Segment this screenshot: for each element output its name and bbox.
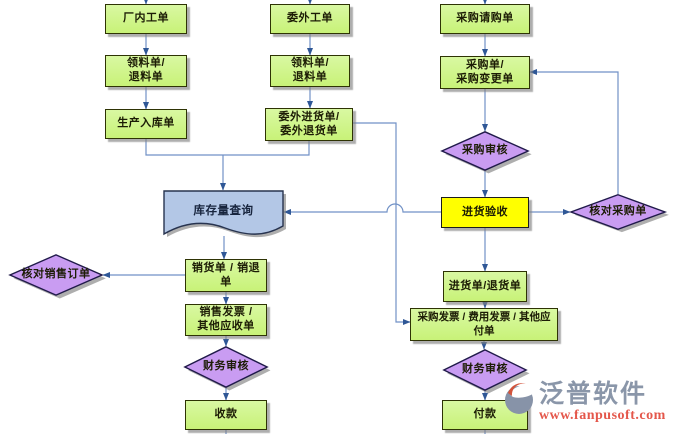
diamond-shape xyxy=(443,349,530,394)
node-factory-work-order: 厂内工单 xyxy=(105,4,187,34)
node-label: 采购审核 xyxy=(462,144,508,157)
node-sales-invoice-receivable: 销售发票 / 其他应收单 xyxy=(185,304,267,336)
diamond-shape xyxy=(570,194,669,233)
node-label: 进货单/退货单 xyxy=(448,279,522,292)
node-label: 厂内工单 xyxy=(123,12,169,25)
node-receive-payment: 收款 xyxy=(185,400,267,430)
node-label: 销货单 / 销退 单 xyxy=(191,261,261,288)
node-goods-receipt-inspection: 进货验收 xyxy=(441,197,529,228)
node-label: 领料单/ 退料单 xyxy=(126,57,166,83)
node-label: 委外进货单/ 委外退货单 xyxy=(278,110,340,137)
node-label: 销售发票 / 其他应收单 xyxy=(197,306,255,332)
node-outsource-work-order: 委外工单 xyxy=(270,4,350,34)
node-label: 核对采购单 xyxy=(589,205,647,218)
node-label: 库存量查询 xyxy=(193,204,254,217)
node-material-req-return-mid: 领料单/ 退料单 xyxy=(270,55,350,87)
node-label: 领料单/ 退料单 xyxy=(290,57,330,83)
node-sales-order-return: 销货单 / 销退 单 xyxy=(185,259,267,292)
node-label: 生产入库单 xyxy=(117,117,175,130)
node-label: 采购请购单 xyxy=(456,12,514,25)
node-production-warehouse-entry: 生产入库单 xyxy=(105,109,187,139)
fanpu-logo-icon xyxy=(505,383,537,414)
node-receipt-return-note: 进货单/退货单 xyxy=(443,271,527,302)
diamond-shape xyxy=(184,346,271,391)
node-label: 财务审核 xyxy=(462,363,508,376)
node-label: 核对销售订单 xyxy=(21,268,91,281)
node-inventory-query: 库存量查询 xyxy=(163,190,286,242)
decision-purchase-review: 采购审核 xyxy=(441,131,532,174)
decision-verify-purchase-order: 核对采购单 xyxy=(570,194,669,233)
node-label: 收款 xyxy=(214,408,238,421)
node-outsource-receipt-return: 委外进货单/ 委外退货单 xyxy=(265,108,353,141)
logo-website-text: www.fanpusoft.com xyxy=(539,408,666,423)
node-label: 进货验收 xyxy=(462,205,508,218)
document-shape xyxy=(163,190,286,238)
vendor-logo: 泛普软件 www.fanpusoft.com xyxy=(503,382,666,424)
node-material-req-return-left: 领料单/ 退料单 xyxy=(105,55,187,87)
node-purchase-invoice-payable: 采购发票 / 费用发票 / 其他应 付单 xyxy=(410,308,558,341)
node-purchase-requisition: 采购请购单 xyxy=(440,4,530,34)
node-label: 采购单/ 采购变更单 xyxy=(456,58,514,85)
decision-finance-review-left: 财务审核 xyxy=(184,346,271,391)
logo-brand-text: 泛普软件 xyxy=(539,380,648,408)
diamond-shape xyxy=(9,254,106,299)
logo-text: 泛普软件 www.fanpusoft.com xyxy=(539,382,666,424)
diamond-shape xyxy=(441,131,532,174)
node-label: 委外工单 xyxy=(287,12,333,25)
decision-finance-review-right: 财务审核 xyxy=(443,349,530,394)
node-label: 付款 xyxy=(473,408,497,421)
decision-verify-sales-order: 核对销售订单 xyxy=(9,254,106,299)
node-purchase-order-change: 采购单/ 采购变更单 xyxy=(440,56,530,89)
node-label: 采购发票 / 费用发票 / 其他应 付单 xyxy=(417,311,551,337)
connectors xyxy=(102,0,619,434)
node-label: 财务审核 xyxy=(203,360,249,373)
